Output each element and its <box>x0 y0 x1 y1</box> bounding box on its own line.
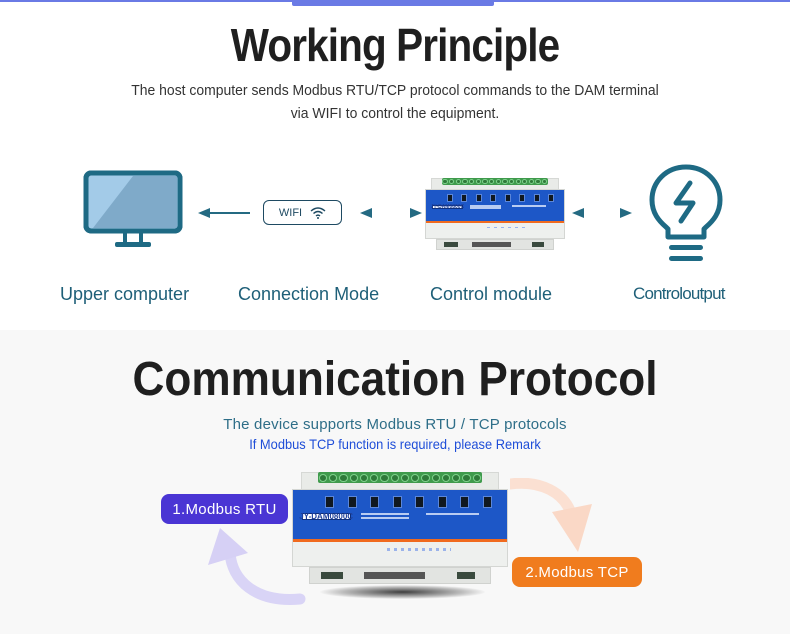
arrow-to-upper-computer <box>198 208 250 218</box>
wifi-label: WIFI <box>278 206 303 219</box>
modbus-rtu-badge: 1.Modbus RTU <box>161 494 288 524</box>
top-accent-tab <box>292 0 494 6</box>
control-module-label: Control module <box>430 284 553 304</box>
arrow-head-icon <box>360 208 372 218</box>
arrow-head-icon <box>410 208 422 218</box>
relay-indicators <box>443 193 559 202</box>
terminal-blocks <box>317 472 483 484</box>
wifi-icon <box>310 206 326 219</box>
device-model-label: JY-DAM0800C <box>430 203 465 210</box>
arrow-head-icon <box>620 208 632 218</box>
terminal-blocks <box>441 178 549 186</box>
arrow-head-icon <box>572 208 584 218</box>
control-output-label: Controloutput <box>633 284 725 303</box>
arrow-module-output <box>572 208 632 218</box>
lightbulb-bolt-icon <box>649 164 723 261</box>
relay-indicators <box>319 495 499 509</box>
curved-arrow-rtu-icon <box>208 528 306 605</box>
device-model-label: JY-DAM0800C <box>299 512 354 522</box>
arrow-head-icon <box>198 208 210 218</box>
control-module-image: JY-DAM0800C <box>425 178 565 250</box>
protocol-device-image: JY-DAM0800C <box>292 472 508 584</box>
connection-mode-label: Connection Mode <box>238 284 380 304</box>
modbus-tcp-badge: 2.Modbus TCP <box>512 557 642 587</box>
curved-arrow-tcp-icon <box>510 478 592 552</box>
working-principle-section <box>0 0 790 330</box>
working-principle-description-line2: via WIFI to control the equipment. <box>290 105 500 122</box>
working-principle-title: Working Principle <box>230 19 560 71</box>
wifi-connection-box: WIFI <box>263 200 342 225</box>
arrow-wifi-module <box>360 208 422 218</box>
communication-protocol-title: Communication Protocol <box>132 353 658 406</box>
protocol-remark: If Modbus TCP function is required, plea… <box>249 436 541 452</box>
monitor-icon <box>83 170 183 247</box>
device-shadow <box>320 585 485 599</box>
protocol-description: The device supports Modbus RTU / TCP pro… <box>223 416 567 433</box>
upper-computer-label: Upper computer <box>60 284 190 304</box>
working-principle-description-line1: The host computer sends Modbus RTU/TCP p… <box>131 82 659 99</box>
